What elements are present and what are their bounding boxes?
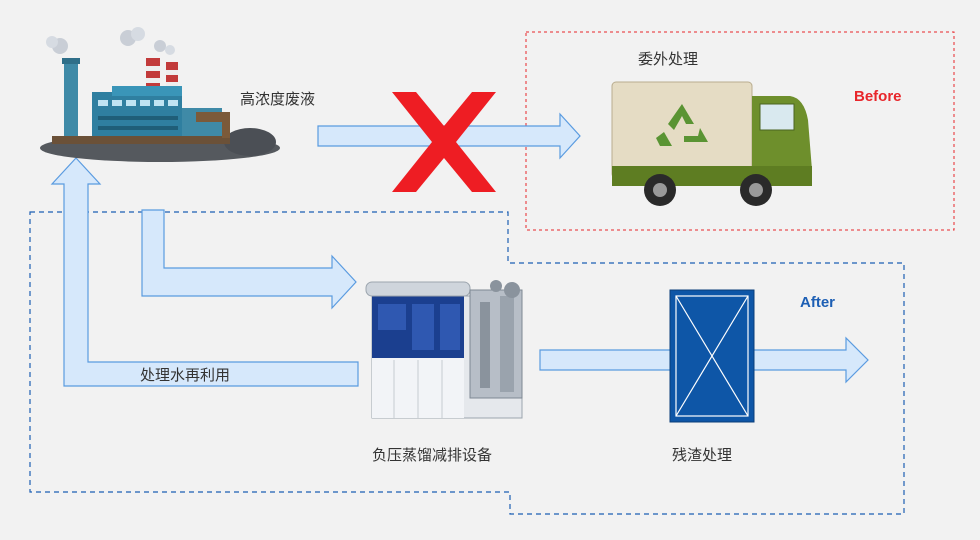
- waste-label: 高浓度废液: [240, 90, 316, 108]
- after-tag: After: [800, 294, 836, 311]
- cross-icon: [392, 92, 496, 192]
- arrow-water-reuse: [50, 157, 359, 387]
- residue-label: 残渣处理: [672, 446, 733, 464]
- arrow-to-equipment: [141, 209, 357, 310]
- filter-box-icon: [669, 289, 755, 423]
- water-reuse-label: 处理水再利用: [140, 366, 231, 384]
- equipment-label: 负压蒸馏减排设备: [372, 446, 493, 464]
- outsourcing-label: 委外处理: [638, 50, 699, 68]
- after-frame: [29, 211, 905, 515]
- factory-icon: [40, 27, 280, 162]
- evaporator-icon: [365, 280, 523, 419]
- truck-recycle-icon: [611, 81, 812, 206]
- before-tag: Before: [854, 88, 902, 105]
